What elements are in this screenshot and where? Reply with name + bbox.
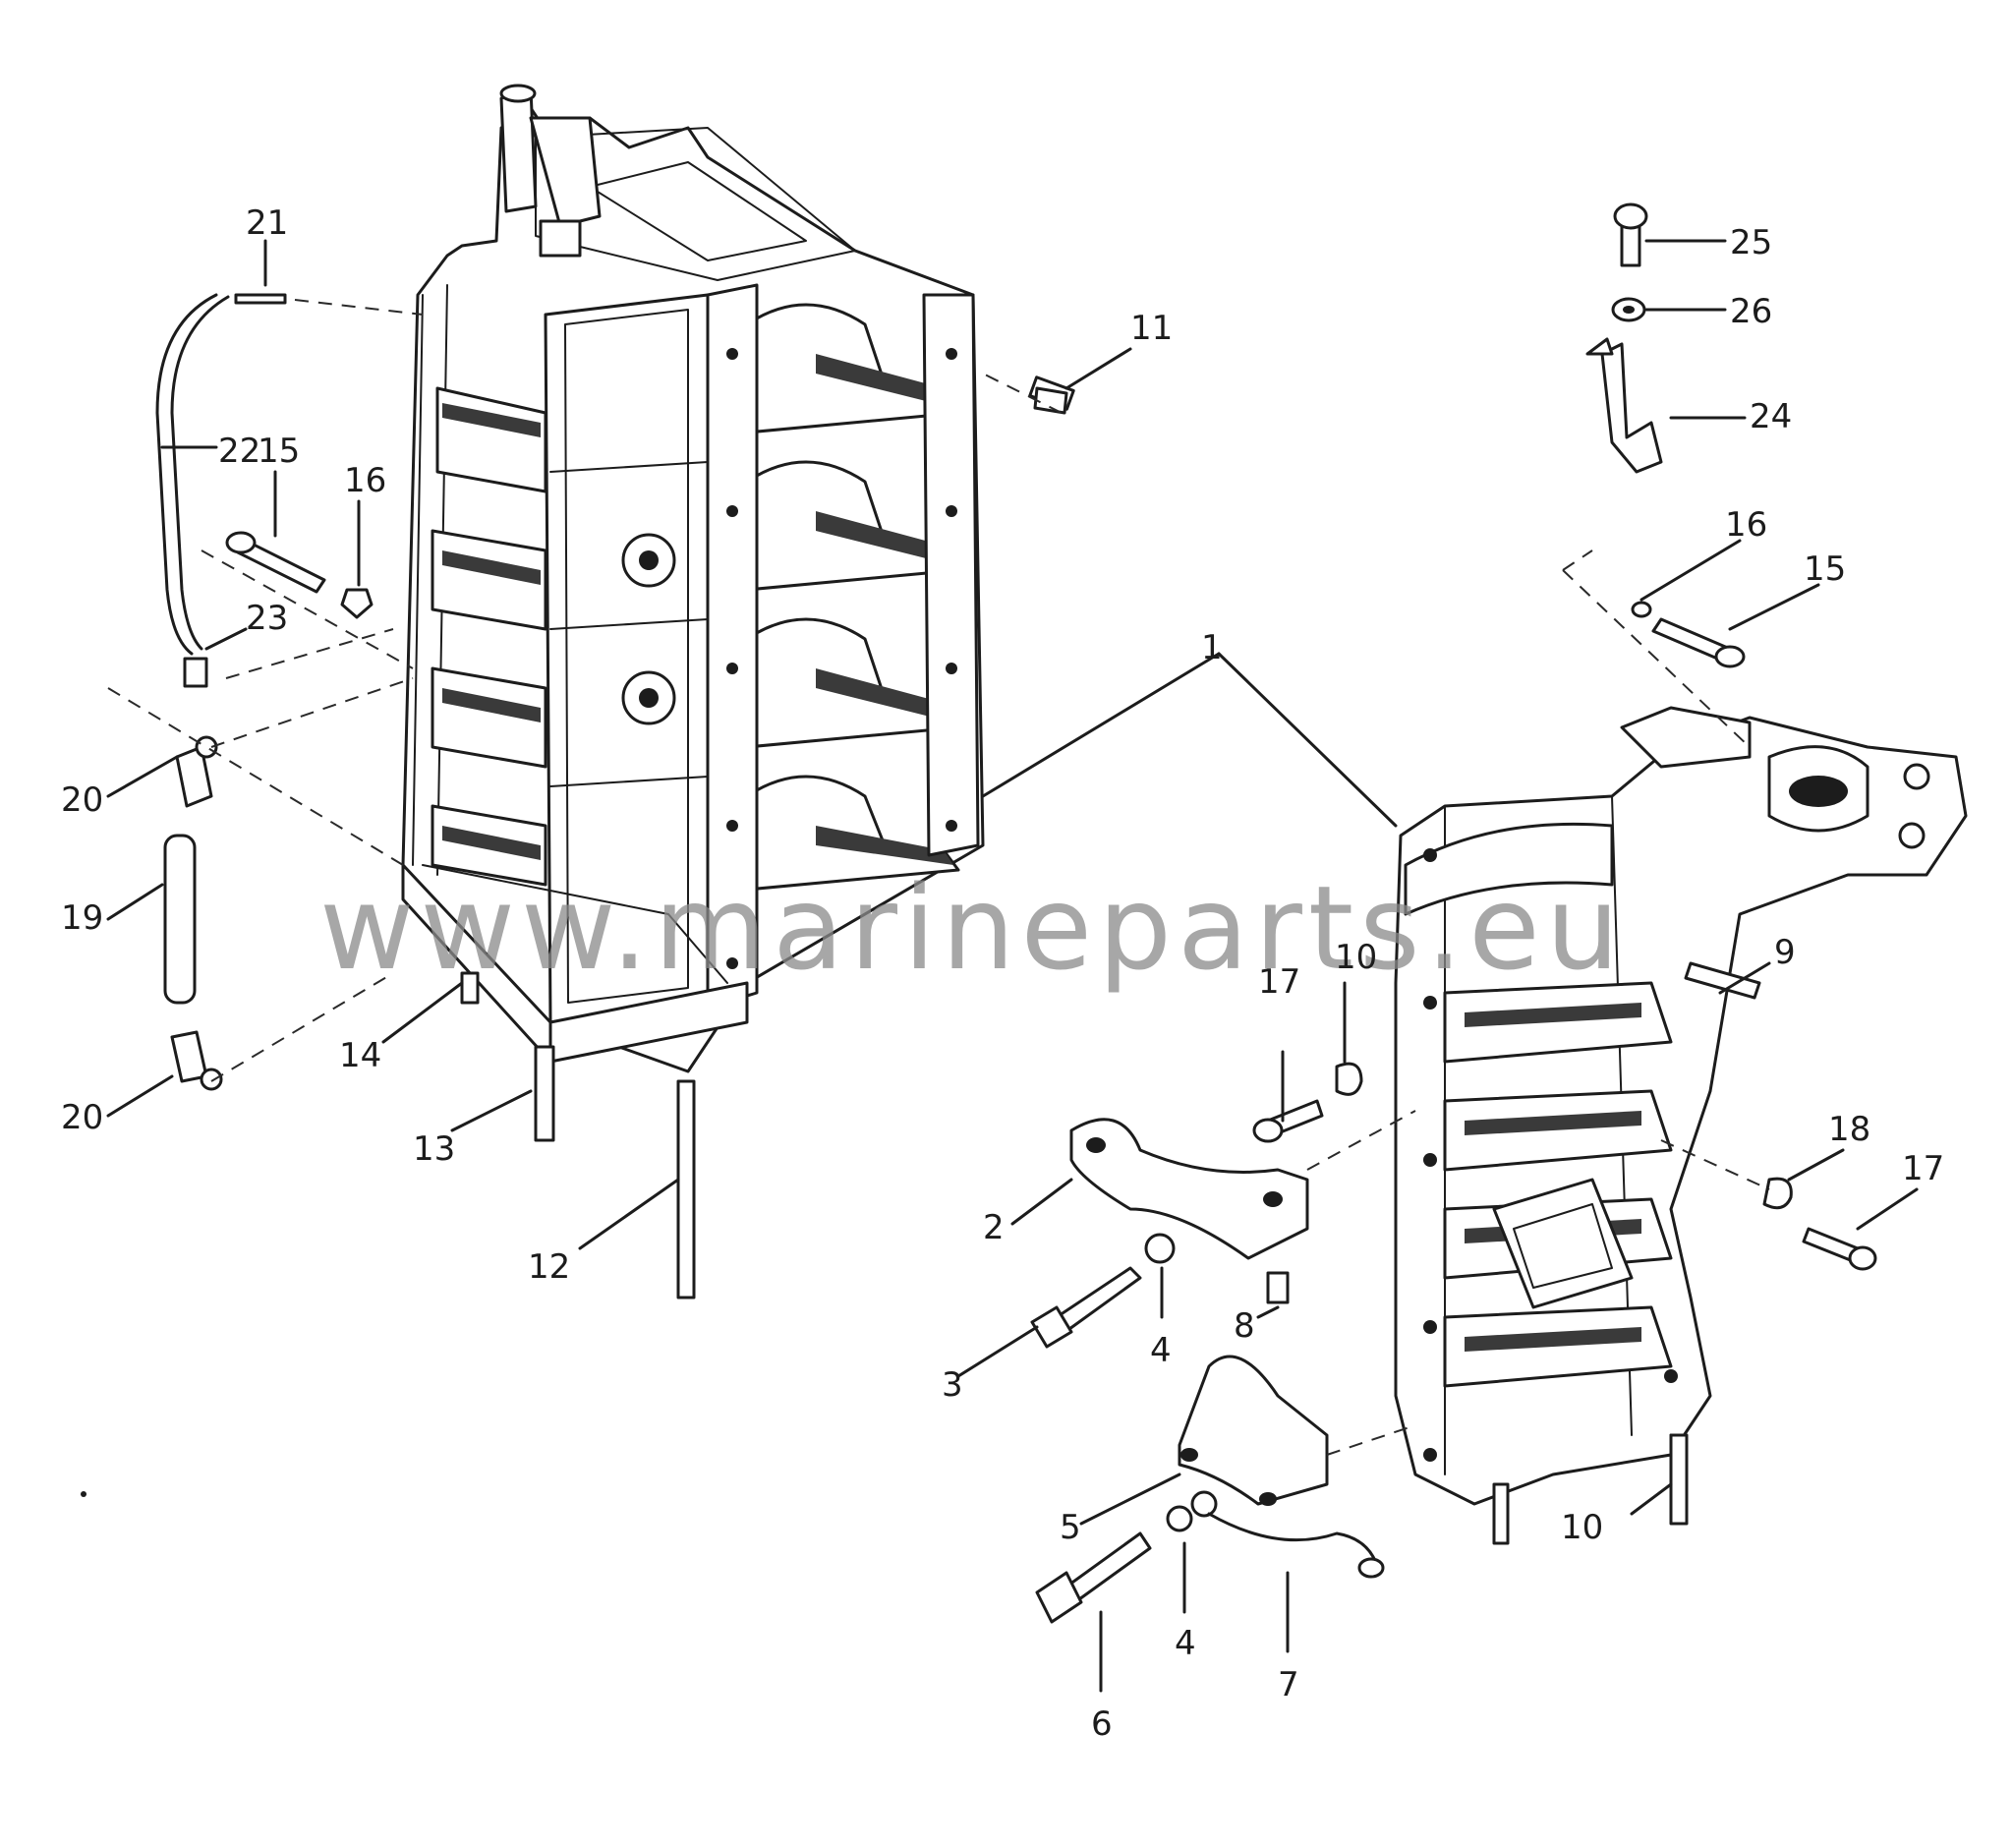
callout-16: 16	[1725, 505, 1767, 545]
callout-26: 26	[1730, 292, 1772, 331]
callout-18: 18	[1828, 1110, 1870, 1149]
callout-11: 11	[1130, 309, 1173, 348]
callout-1: 1	[1201, 628, 1223, 667]
leader-lines	[106, 239, 1919, 1693]
callout-labels: 1 2 3 4 4 5 6 7 8 9 10 10 11 12 13 14 15…	[61, 203, 1944, 1744]
callout-7: 7	[1278, 1665, 1299, 1704]
callout-19: 19	[61, 898, 103, 938]
callout-10: 10	[1335, 938, 1377, 977]
callout-23: 23	[246, 599, 288, 638]
alignment-lines	[107, 299, 1770, 1456]
callout-17: 17	[1902, 1149, 1944, 1188]
callout-8: 8	[1234, 1306, 1255, 1346]
callout-16: 16	[344, 461, 386, 500]
callout-5: 5	[1060, 1508, 1081, 1547]
callout-9: 9	[1774, 933, 1796, 972]
crankcase-cover	[1394, 706, 1968, 1545]
callout-17: 17	[1258, 962, 1300, 1002]
callout-4: 4	[1175, 1624, 1196, 1663]
loose-parts	[155, 202, 1877, 1624]
watermark: www.marineparts.eu	[319, 860, 1626, 996]
callout-12: 12	[528, 1247, 570, 1287]
callout-20: 20	[61, 1098, 103, 1137]
cylinder-block	[401, 84, 1075, 1073]
callout-22: 22	[218, 432, 260, 471]
callout-24: 24	[1750, 397, 1792, 436]
callout-2: 2	[983, 1208, 1005, 1247]
callout-3: 3	[942, 1365, 963, 1405]
callout-25: 25	[1730, 223, 1772, 262]
callout-10: 10	[1561, 1508, 1603, 1547]
callout-13: 13	[413, 1129, 455, 1169]
callout-15: 15	[1804, 549, 1846, 589]
callout-6: 6	[1091, 1704, 1113, 1744]
callout-21: 21	[246, 203, 288, 243]
callout-20: 20	[61, 780, 103, 820]
callout-15: 15	[258, 432, 300, 471]
callout-4: 4	[1150, 1331, 1172, 1370]
callout-14: 14	[339, 1036, 381, 1075]
